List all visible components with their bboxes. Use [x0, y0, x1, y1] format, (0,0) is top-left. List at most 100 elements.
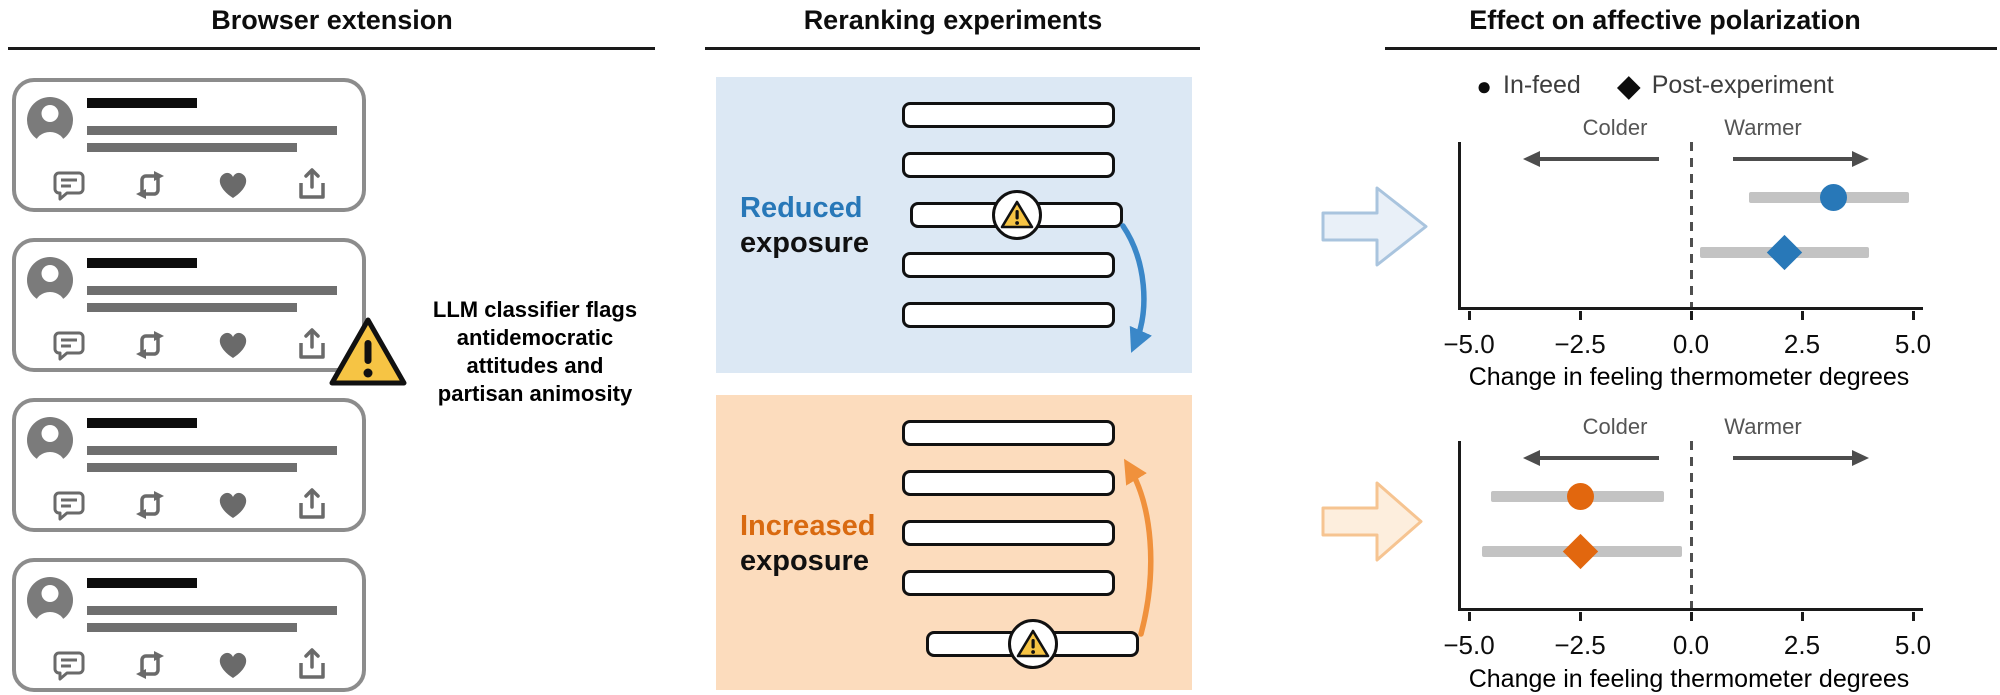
post-text-bar [87, 446, 337, 455]
llm-note-line: antidemocratic [456, 325, 614, 350]
share-icon [299, 328, 325, 359]
avatar [27, 577, 73, 623]
feed-item [902, 102, 1115, 128]
x-axis-tick [1689, 310, 1693, 320]
comment-icon [53, 651, 85, 681]
feed-item [902, 302, 1115, 328]
reranking-title: Reranking experiments [803, 5, 1103, 35]
x-axis-tick [1800, 310, 1804, 320]
warmer-label: Warmer [1724, 414, 1802, 439]
x-axis-tick [1911, 310, 1915, 320]
condition-word-rest: exposure [740, 227, 869, 259]
colder-arrow-icon [1523, 450, 1659, 466]
condition-word-highlight: Increased [740, 510, 876, 542]
warmer-label: Warmer [1724, 115, 1802, 140]
avatar [27, 97, 73, 143]
retweet-icon [136, 491, 165, 519]
llm-note-line: partisan animosity [437, 381, 633, 406]
post-text-bar [87, 143, 297, 152]
feed-item [902, 570, 1115, 596]
post-action-row [52, 486, 328, 524]
x-axis-tick [1467, 310, 1471, 320]
llm-note-line: LLM classifier flags [432, 297, 638, 322]
post-text-bar [87, 126, 337, 135]
feed-item [902, 470, 1115, 496]
effect-title: Effect on affective polarization [1469, 5, 1861, 35]
warning-triangle-icon [329, 317, 407, 386]
post-text-bar [87, 623, 297, 632]
x-axis-tick [1578, 611, 1582, 621]
x-axis-tick-label: 5.0 [1894, 329, 1932, 359]
x-axis-tick [1689, 611, 1693, 621]
reduced-exposure-label: Reduced exposure [740, 191, 869, 261]
post-text-bar [87, 286, 337, 295]
feed-item [902, 420, 1115, 446]
post-card [12, 238, 366, 372]
in-feed-marker [1566, 482, 1594, 510]
post-action-row [52, 166, 328, 204]
colder-label: Colder [1582, 115, 1648, 140]
legend-label: Post-experiment [1651, 71, 1834, 99]
post-card [12, 78, 366, 212]
flagged-item-badge [1007, 619, 1058, 669]
heart-icon [219, 172, 246, 198]
x-axis-tick [1911, 611, 1915, 621]
heart-icon [219, 332, 246, 358]
feed-item [902, 520, 1115, 546]
x-axis-tick [1800, 611, 1804, 621]
flagged-item-badge [991, 190, 1042, 240]
post-card [12, 398, 366, 532]
right-title-rule [1385, 47, 1997, 50]
feed-item [902, 152, 1115, 178]
x-axis-title: Change in feeling thermometer degrees [1468, 665, 1910, 693]
reorder-up-arrow-icon [1123, 458, 1154, 637]
colder-arrow-icon [1523, 151, 1659, 167]
retweet-icon [136, 651, 165, 679]
post-text-bar [87, 606, 337, 615]
zero-reference-line [1689, 142, 1693, 307]
llm-note-line: attitudes and [466, 353, 604, 378]
reorder-down-arrow-icon [1120, 223, 1152, 353]
x-axis-tick-label: −5.0 [1443, 329, 1495, 359]
legend-item-post-experiment: ◆ Post-experiment [1617, 70, 1834, 101]
feed-item [902, 252, 1115, 278]
post-author-bar [87, 418, 197, 428]
comment-icon [53, 491, 85, 521]
post-experiment-marker [1562, 533, 1598, 569]
legend-circle-icon: ● [1476, 70, 1492, 101]
post-author-bar [87, 258, 197, 268]
reduced-exposure-box: Reduced exposure [716, 77, 1192, 373]
avatar [27, 417, 73, 463]
comment-icon [53, 171, 85, 201]
chart-legend: ● In-feed ◆ Post-experiment [1440, 70, 1870, 101]
share-icon [299, 168, 325, 199]
heart-icon [219, 492, 246, 518]
comment-icon [53, 331, 85, 361]
condition-word-rest: exposure [740, 545, 869, 577]
in-feed-marker [1819, 183, 1847, 211]
heart-icon [219, 652, 246, 678]
x-axis-tick [1578, 310, 1582, 320]
share-icon [299, 648, 325, 679]
x-axis-tick-label: 0.0 [1672, 329, 1710, 359]
llm-classifier-note: LLM classifier flags antidemocratic attitu… [418, 296, 652, 408]
x-axis-title: Change in feeling thermometer degrees [1468, 363, 1910, 391]
x-axis-tick [1467, 611, 1471, 621]
post-text-bar [87, 303, 297, 312]
warning-triangle-icon [1000, 200, 1033, 229]
post-card [12, 558, 366, 692]
x-axis-tick-label: 2.5 [1783, 329, 1821, 359]
browser-extension-title: Browser extension [211, 5, 453, 35]
flow-arrow-reduced-icon [1321, 186, 1428, 267]
post-action-row [52, 326, 328, 364]
post-card-stack [12, 78, 366, 692]
increased-exposure-box: Increased exposure [716, 395, 1192, 690]
x-axis-tick-label: 0.0 [1672, 630, 1710, 660]
x-axis-tick-label: 2.5 [1783, 630, 1821, 660]
middle-title-rule [705, 47, 1200, 50]
avatar [27, 257, 73, 303]
x-axis-tick-label: 5.0 [1894, 630, 1932, 660]
